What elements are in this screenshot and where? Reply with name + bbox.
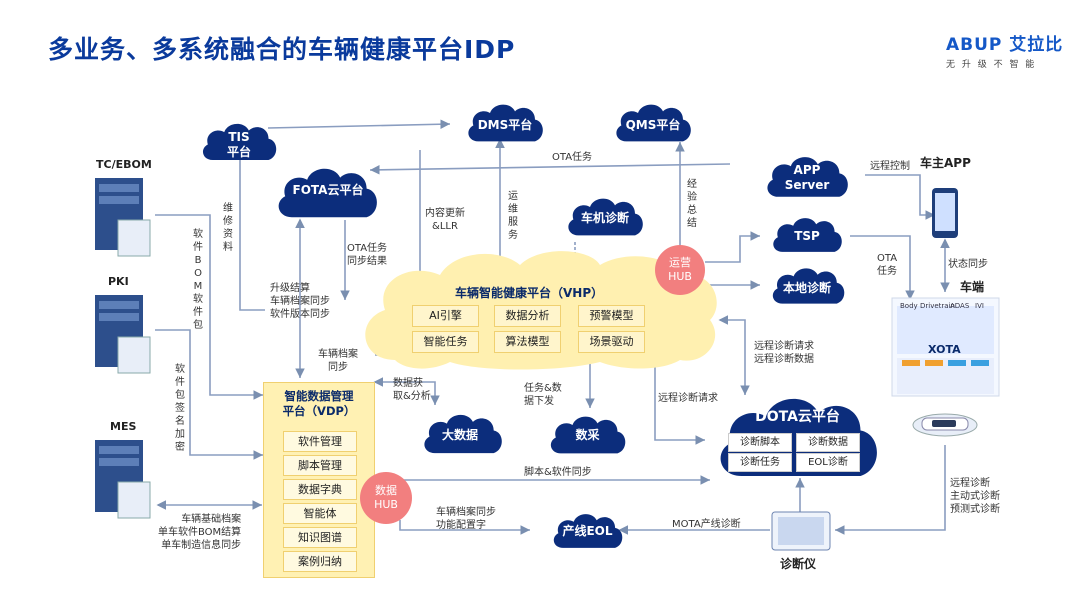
cloud-tis-label: TIS 平台 <box>214 130 264 160</box>
server-mes-name: MES <box>110 420 137 433</box>
label-mota: MOTA产线诊断 <box>672 519 741 530</box>
arrow-bigdata <box>373 377 440 405</box>
vhp-title: 车辆智能健康平台（VHP） <box>455 286 604 300</box>
cloud-dota-label: DOTA云平台 <box>755 409 840 425</box>
cloud-dms-label: DMS平台 <box>477 118 533 132</box>
cloud-datacollect-label: 数采 <box>575 428 600 442</box>
owner-app-label: 车主APP <box>920 156 971 170</box>
data-hub: 数据 HUB <box>360 472 412 524</box>
dota-box-task: 诊断任务 <box>728 453 792 472</box>
vhp-box-warning: 预警模型 <box>578 305 645 327</box>
label-vehicle-archive: 车辆基础档案 单车软件BOM结算 单车制造信息同步 <box>158 514 242 551</box>
cloud-eol-label: 产线EOL <box>562 524 613 538</box>
label-state-sync: 状态同步 <box>948 259 988 270</box>
cloud-tis-text: TIS 平台 <box>226 130 251 159</box>
vdp-panel: 智能数据管理 平台（VDP） 软件管理 脚本管理 数据字典 智能体 知识图谱 案… <box>263 382 375 578</box>
ops-hub: 运营 HUB <box>655 245 705 295</box>
cloud-local-diag-label: 本地诊断 <box>782 281 831 295</box>
vdp-box-dictionary: 数据字典 <box>283 479 357 500</box>
label-ota-task-right: OTA 任务 <box>877 253 898 277</box>
arrow-tis-dms <box>267 119 451 130</box>
arrow-tc-vdp <box>155 214 263 400</box>
vhp-box-analysis: 数据分析 <box>494 305 561 327</box>
vdp-box-cases: 案例归纳 <box>283 551 357 572</box>
diag-tool-label: 诊断仪 <box>780 557 817 571</box>
logo: ABUP 艾拉比 无 升 级 不 智 能 <box>946 30 1063 70</box>
xota-label: XOTA <box>928 343 961 356</box>
cloud-app-server-label: APP Server <box>784 163 830 192</box>
vdp-box-agent: 智能体 <box>283 503 357 524</box>
arrow-tsp-car <box>850 235 915 300</box>
arrow-ops-tsp <box>705 231 760 263</box>
dota-box-script: 诊断脚本 <box>728 433 792 452</box>
car-icon <box>912 413 978 437</box>
label-task-data: 任务&数 据下发 <box>524 383 562 407</box>
arrow-app-phone <box>865 174 935 220</box>
label-remote-control: 远程控制 <box>870 161 910 172</box>
label-sw-sign: 软件包签名加密 <box>175 364 185 453</box>
vhp-box-scene: 场景驱动 <box>578 331 645 353</box>
ecu-header-adas: ADAS <box>950 302 970 310</box>
dota-box-eol: EOL诊断 <box>796 453 860 472</box>
brand-slogan: 无 升 级 不 智 能 <box>946 60 1037 70</box>
arrow-vhp-dota <box>718 315 750 395</box>
phone-icon <box>932 188 958 238</box>
label-remote-modes: 远程诊断 主动式诊断 预测式诊断 <box>950 478 1000 515</box>
server-pki-icon <box>95 295 151 374</box>
server-pki-name: PKI <box>108 275 129 288</box>
ecu-header-drivetrain: Drivetrain <box>920 302 955 310</box>
label-maint-info: 维修资料 <box>223 203 233 253</box>
label-upgrade-settle: 升级结算 车辆档案同步 软件版本同步 <box>270 283 330 320</box>
arrow-hub-eol <box>399 520 530 535</box>
arrow-tis-down <box>239 160 265 311</box>
server-tc-icon <box>95 178 151 257</box>
label-exp-summary: 经验总结 <box>687 179 697 229</box>
vehicle-end-label: 车端 <box>960 280 985 294</box>
label-sw-bom: 软件BOM软件包 <box>193 229 203 331</box>
label-ota-task-top: OTA任务 <box>552 152 593 163</box>
label-ops-service: 运维服务 <box>508 191 518 241</box>
vdp-box-knowledge: 知识图谱 <box>283 527 357 548</box>
label-remote-req: 远程诊断请求 远程诊断数据 <box>754 341 814 365</box>
label-archive-config: 车辆档案同步 功能配置字 <box>436 507 496 531</box>
vdp-title: 智能数据管理 平台（VDP） <box>282 389 356 418</box>
page-title: 多业务、多系统融合的车辆健康平台IDP <box>48 35 516 64</box>
cloud-tsp-label: TSP <box>794 229 820 243</box>
label-script-sw-sync: 脚本&软件同步 <box>524 467 592 478</box>
vhp-box-ai: AI引擎 <box>412 305 479 327</box>
vhp-box-task: 智能任务 <box>412 331 479 353</box>
cloud-vehicle-diag-label: 车机诊断 <box>580 211 629 225</box>
vhp-box-algo: 算法模型 <box>494 331 561 353</box>
arrow-pki-vdp <box>155 329 263 460</box>
vdp-box-script: 脚本管理 <box>283 455 357 476</box>
server-mes-icon <box>95 440 151 519</box>
ecu-header-ivi: IVI <box>975 302 984 310</box>
diag-tool-icon <box>771 511 831 551</box>
server-tc-name: TC/EBOM <box>96 158 152 171</box>
ecu-header-body: Body <box>900 302 918 310</box>
arrow-ota-task <box>369 163 731 175</box>
cloud-qms-label: QMS平台 <box>625 118 681 132</box>
xota-panel-icon <box>891 297 1000 397</box>
dota-box-data: 诊断数据 <box>796 433 860 452</box>
vdp-box-software: 软件管理 <box>283 431 357 452</box>
brand-name: ABUP 艾拉比 <box>946 35 1064 55</box>
label-data-get: 数据获 取&分析 <box>393 378 431 402</box>
cloud-bigdata-label: 大数据 <box>441 428 478 442</box>
label-ota-result: OTA任务 同步结果 <box>347 243 388 267</box>
arrow-car-diagtool <box>835 445 946 535</box>
cloud-fota-label: FOTA云平台 <box>292 183 364 197</box>
label-content-update: 内容更新 &LLR <box>425 208 465 232</box>
label-archive-sync: 车辆档案 同步 <box>318 349 358 373</box>
label-remote-req2: 远程诊断请求 <box>658 393 718 404</box>
